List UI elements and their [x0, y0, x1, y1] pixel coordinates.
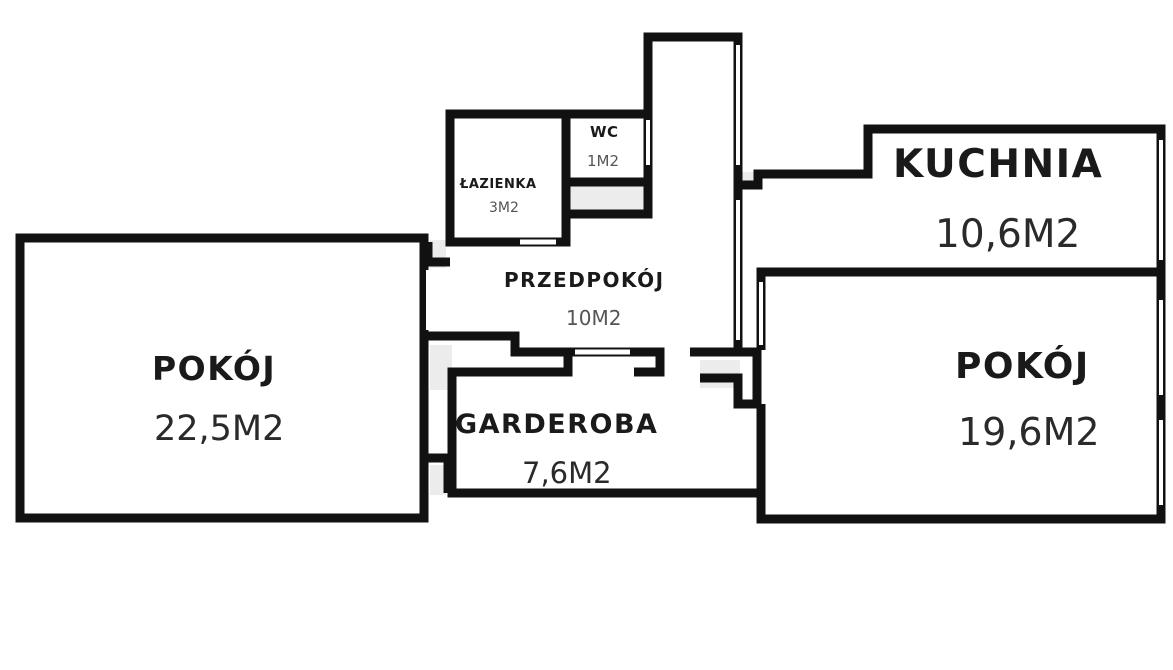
room-name: GARDEROBA — [455, 409, 658, 440]
room-lazienka: ŁAZIENKA 3M2 — [459, 177, 537, 216]
room-kuchnia: KUCHNIA 10,6M2 — [893, 142, 1103, 257]
room-lazienka-wc-walls — [445, 32, 743, 350]
room-pokoj-left: POKÓJ 22,5M2 — [152, 348, 284, 449]
room-pokoj-left-walls — [15, 233, 429, 523]
room-name: POKÓJ — [152, 348, 276, 388]
room-area: 19,6M2 — [958, 410, 1100, 454]
room-kuchnia-pokoj-right-walls — [738, 124, 1166, 524]
room-area: 3M2 — [489, 200, 519, 216]
room-name: PRZEDPOKÓJ — [504, 268, 665, 292]
room-area: 10,6M2 — [935, 212, 1080, 257]
room-area: 7,6M2 — [522, 456, 612, 490]
room-przedpokoj-garderoba-walls — [423, 242, 762, 498]
room-area: 1M2 — [587, 152, 619, 170]
room-wc: WC 1M2 — [587, 123, 619, 170]
room-name: POKÓJ — [955, 345, 1090, 387]
room-pokoj-right: POKÓJ 19,6M2 — [955, 345, 1100, 454]
room-area: 22,5M2 — [154, 409, 284, 449]
room-name: WC — [590, 123, 619, 141]
room-garderoba: GARDEROBA 7,6M2 — [455, 409, 658, 490]
room-przedpokoj: PRZEDPOKÓJ 10M2 — [504, 268, 665, 330]
room-name: KUCHNIA — [893, 142, 1103, 187]
room-area: 10M2 — [566, 306, 621, 330]
room-name: ŁAZIENKA — [459, 177, 537, 192]
